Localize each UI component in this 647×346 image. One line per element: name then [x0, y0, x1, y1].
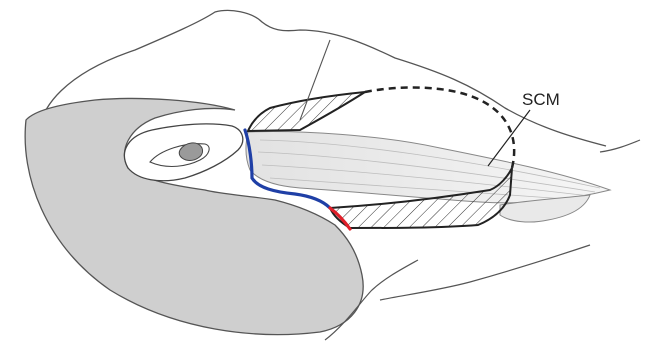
scm-leader-line [488, 110, 530, 166]
upper-hatched-flap [248, 92, 365, 131]
neck-line-mid [380, 245, 590, 300]
scm-label: SCM [522, 90, 560, 109]
